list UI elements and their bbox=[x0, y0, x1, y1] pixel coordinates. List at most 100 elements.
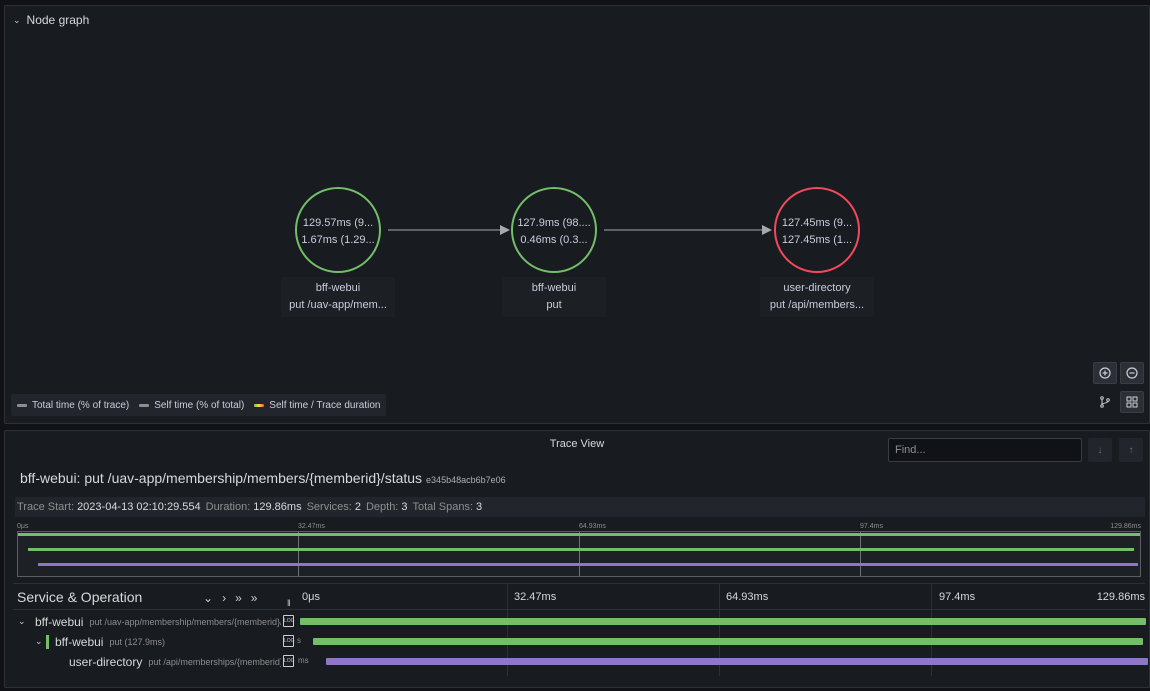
span-duration-suffix: ms bbox=[298, 656, 309, 665]
span-bar[interactable] bbox=[312, 638, 1144, 645]
trace-view-panel: Trace View ↓ ↑ bff-webui: put /uav-app/m… bbox=[4, 430, 1150, 688]
legend-label: Total time (% of trace) bbox=[32, 399, 130, 411]
span-label: bff-webui put /uav-app/membership/member… bbox=[29, 615, 281, 629]
timeline-tick: 97.4ms bbox=[939, 591, 976, 603]
legend-swatch bbox=[254, 403, 265, 407]
stat-label: Trace Start: bbox=[17, 501, 75, 513]
node-main-stat: 129.57ms (9... bbox=[303, 217, 373, 229]
minimap-tick: 97.4ms bbox=[860, 523, 883, 530]
find-prev-button[interactable]: ↑ bbox=[1119, 438, 1143, 462]
timeline-gridline bbox=[719, 583, 720, 676]
span-table-header: Service & Operation ⌄ › » » 0μs 32.47ms … bbox=[13, 583, 1145, 610]
node-graph-canvas[interactable]: 129.57ms (9... 1.67ms (1.29... bff-webui… bbox=[5, 6, 1150, 425]
stat-value: 3 bbox=[476, 501, 483, 513]
service-operation-label: Service & Operation bbox=[17, 589, 143, 605]
minimap-tick: 0μs bbox=[17, 523, 29, 530]
grid-layout-icon bbox=[1126, 396, 1138, 408]
operation-name: put /api/memberships/{memberid} bbox=[148, 657, 281, 667]
zoom-out-button[interactable] bbox=[1120, 362, 1144, 384]
stat-label: Duration: bbox=[205, 501, 251, 513]
span-row[interactable]: user-directory put /api/memberships/{mem… bbox=[13, 652, 1148, 672]
expand-controls: ⌄ › » » bbox=[203, 591, 257, 605]
node-subtitle: put /api/members... bbox=[770, 299, 864, 311]
span-duration-suffix: s bbox=[297, 636, 301, 645]
timeline-tick: 129.86ms bbox=[1096, 591, 1145, 603]
node-secondary-stat: 1.67ms (1.29... bbox=[301, 234, 374, 246]
span-bar[interactable] bbox=[300, 618, 1147, 625]
node-graph-legend: Total time (% of trace) Self time (% of … bbox=[11, 394, 387, 416]
operation-name: put (127.9ms) bbox=[109, 637, 166, 647]
graph-layout-icon bbox=[1100, 396, 1110, 408]
legend-self-time-ratio[interactable]: Self time / Trace duration bbox=[254, 400, 380, 411]
timeline-gridline bbox=[507, 583, 508, 676]
trace-name: bff-webui: put /uav-app/membership/membe… bbox=[20, 470, 423, 486]
stat-value: 3 bbox=[401, 501, 408, 513]
trace-minimap[interactable] bbox=[17, 531, 1141, 577]
zoom-in-icon bbox=[1099, 367, 1111, 379]
span-row[interactable]: ⌄ bff-webui put (127.9ms) LOG s bbox=[13, 632, 1145, 652]
minimap-tick: 129.86ms bbox=[1110, 523, 1141, 530]
find-next-button[interactable]: ↓ bbox=[1088, 438, 1112, 462]
legend-swatch bbox=[17, 403, 27, 407]
panel-header[interactable]: ⌄ Node graph bbox=[13, 13, 89, 27]
panel-title: Node graph bbox=[26, 13, 90, 27]
panel-title: Trace View bbox=[549, 438, 605, 450]
legend-label: Self time (% of total) bbox=[154, 399, 245, 411]
minimap-gridline bbox=[579, 532, 580, 576]
column-resize-handle[interactable]: ‖ bbox=[287, 598, 291, 608]
arrow-down-icon: ↓ bbox=[1097, 444, 1103, 456]
node-main-stat: 127.45ms (9... bbox=[782, 217, 852, 229]
node-bff-webui-root[interactable]: 129.57ms (9... 1.67ms (1.29... bff-webui… bbox=[281, 187, 395, 317]
grid-layout-button[interactable] bbox=[1120, 391, 1144, 413]
arrow-up-icon: ↑ bbox=[1128, 444, 1134, 456]
node-bff-webui-put[interactable]: 127.9ms (98.... 0.46ms (0.3... bff-webui… bbox=[502, 187, 606, 317]
minimap-span bbox=[18, 533, 1140, 536]
logs-icon[interactable]: LOG bbox=[283, 635, 295, 647]
stat-label: Total Spans: bbox=[412, 501, 474, 513]
minimap-tick: 32.47ms bbox=[298, 523, 325, 530]
stat-value: 2 bbox=[354, 501, 361, 513]
zoom-in-button[interactable] bbox=[1093, 362, 1117, 384]
expand-all-icon[interactable]: » bbox=[250, 591, 258, 605]
minimap-tick: 64.93ms bbox=[579, 523, 606, 530]
service-name: bff-webui bbox=[35, 615, 84, 629]
legend-self-time[interactable]: Self time (% of total) bbox=[139, 400, 244, 411]
node-graph-panel: ⌄ Node graph 129.57ms (9... 1.67ms (1.29… bbox=[4, 5, 1150, 424]
node-user-directory[interactable]: 127.45ms (9... 127.45ms (1... user-direc… bbox=[760, 187, 874, 317]
timeline-tick: 32.47ms bbox=[514, 591, 557, 603]
expand-one-icon[interactable]: › bbox=[222, 591, 227, 605]
chevron-down-icon[interactable]: ⌄ bbox=[35, 636, 43, 646]
stat-value: 129.86ms bbox=[253, 501, 302, 513]
operation-name: put /uav-app/membership/members/{memberi… bbox=[89, 617, 281, 627]
minimap-span bbox=[38, 563, 1138, 566]
logs-icon[interactable]: LOG bbox=[283, 615, 295, 627]
service-name: bff-webui bbox=[55, 635, 104, 649]
trace-stats: Trace Start:2023-04-13 02:10:29.554 Dura… bbox=[15, 497, 1145, 517]
node-title: bff-webui bbox=[532, 282, 576, 294]
legend-total-time[interactable]: Total time (% of trace) bbox=[17, 400, 129, 411]
graph-layout-button[interactable] bbox=[1093, 391, 1117, 413]
timeline-gridline bbox=[931, 583, 932, 676]
zoom-out-icon bbox=[1126, 367, 1138, 379]
logs-icon[interactable]: LOG bbox=[283, 655, 295, 667]
span-row[interactable]: ⌄ bff-webui put /uav-app/membership/memb… bbox=[13, 612, 1147, 632]
span-bar[interactable] bbox=[325, 658, 1148, 665]
chevron-down-icon: ⌄ bbox=[13, 14, 21, 25]
timeline-tick: 0μs bbox=[302, 591, 320, 603]
trace-id: e345b48acb6b7e06 bbox=[426, 475, 506, 485]
stat-label: Services: bbox=[306, 501, 352, 513]
minimap-span bbox=[28, 548, 1134, 551]
trace-header: bff-webui: put /uav-app/membership/membe… bbox=[20, 470, 506, 486]
node-main-stat: 127.9ms (98.... bbox=[517, 217, 590, 229]
span-label: user-directory put /api/memberships/{mem… bbox=[63, 655, 281, 669]
collapse-one-icon[interactable]: ⌄ bbox=[203, 591, 214, 605]
collapse-all-icon[interactable]: » bbox=[235, 591, 242, 605]
node-subtitle: put bbox=[546, 299, 561, 311]
stat-label: Depth: bbox=[365, 501, 399, 513]
node-title: user-directory bbox=[783, 282, 851, 294]
find-input[interactable] bbox=[888, 438, 1082, 462]
chevron-down-icon[interactable]: ⌄ bbox=[18, 616, 26, 626]
minimap-gridline bbox=[298, 532, 299, 576]
legend-label: Self time / Trace duration bbox=[269, 399, 381, 411]
node-secondary-stat: 127.45ms (1... bbox=[782, 234, 852, 246]
